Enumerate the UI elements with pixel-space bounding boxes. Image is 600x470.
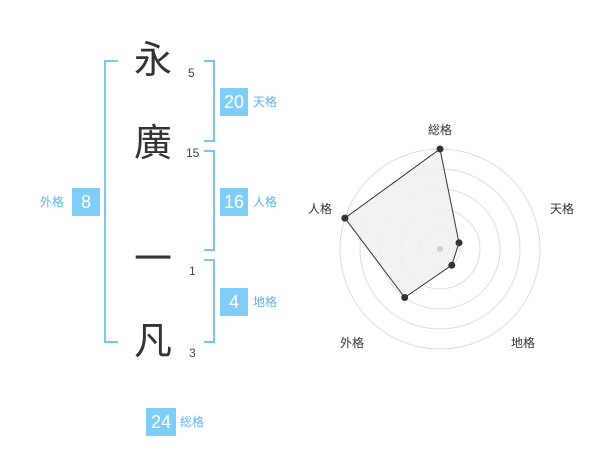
name-char-4: 凡 [133, 319, 172, 363]
radar-axis-label-gaikaku: 外格 [340, 336, 365, 350]
radar-center-dot [437, 246, 443, 252]
tenkaku-label: 天格 [253, 95, 278, 109]
radar-point-1 [455, 239, 463, 247]
radar-axis-label-tenkaku: 天格 [550, 202, 575, 216]
gaikaku-value: 8 [72, 188, 100, 216]
name-char-2: 廣 [133, 121, 172, 165]
radar-point-4 [341, 214, 349, 222]
stroke-count-1: 5 [188, 66, 195, 80]
jinkaku-label: 人格 [253, 195, 278, 209]
soukaku-value: 24 [146, 408, 176, 436]
tenkaku-bracket [204, 60, 215, 142]
radar-point-2 [448, 261, 456, 269]
jinkaku-value: 16 [220, 188, 248, 216]
stroke-count-3: 1 [189, 264, 196, 278]
name-char-1: 永 [133, 38, 172, 82]
tenkaku-value: 20 [220, 88, 248, 116]
radar-axis-label-chikaku: 地格 [511, 336, 536, 350]
soukaku-label: 総格 [180, 415, 205, 429]
radar-axis-label-soukaku: 総格 [428, 123, 453, 137]
chikaku-bracket [204, 259, 215, 343]
gaikaku-bracket [104, 60, 118, 343]
jinkaku-bracket [204, 150, 215, 251]
chikaku-value: 4 [220, 288, 248, 316]
stroke-count-2: 15 [186, 146, 200, 160]
radar-polygon [344, 148, 460, 299]
name-char-3: 一 [133, 237, 172, 281]
radar-point-3 [401, 294, 409, 301]
radar-axis-label-jinkaku: 人格 [308, 202, 333, 216]
gaikaku-label: 外格 [40, 195, 65, 209]
stroke-count-4: 3 [189, 346, 196, 360]
radar-point-0 [436, 145, 444, 153]
chikaku-label: 地格 [253, 295, 278, 309]
